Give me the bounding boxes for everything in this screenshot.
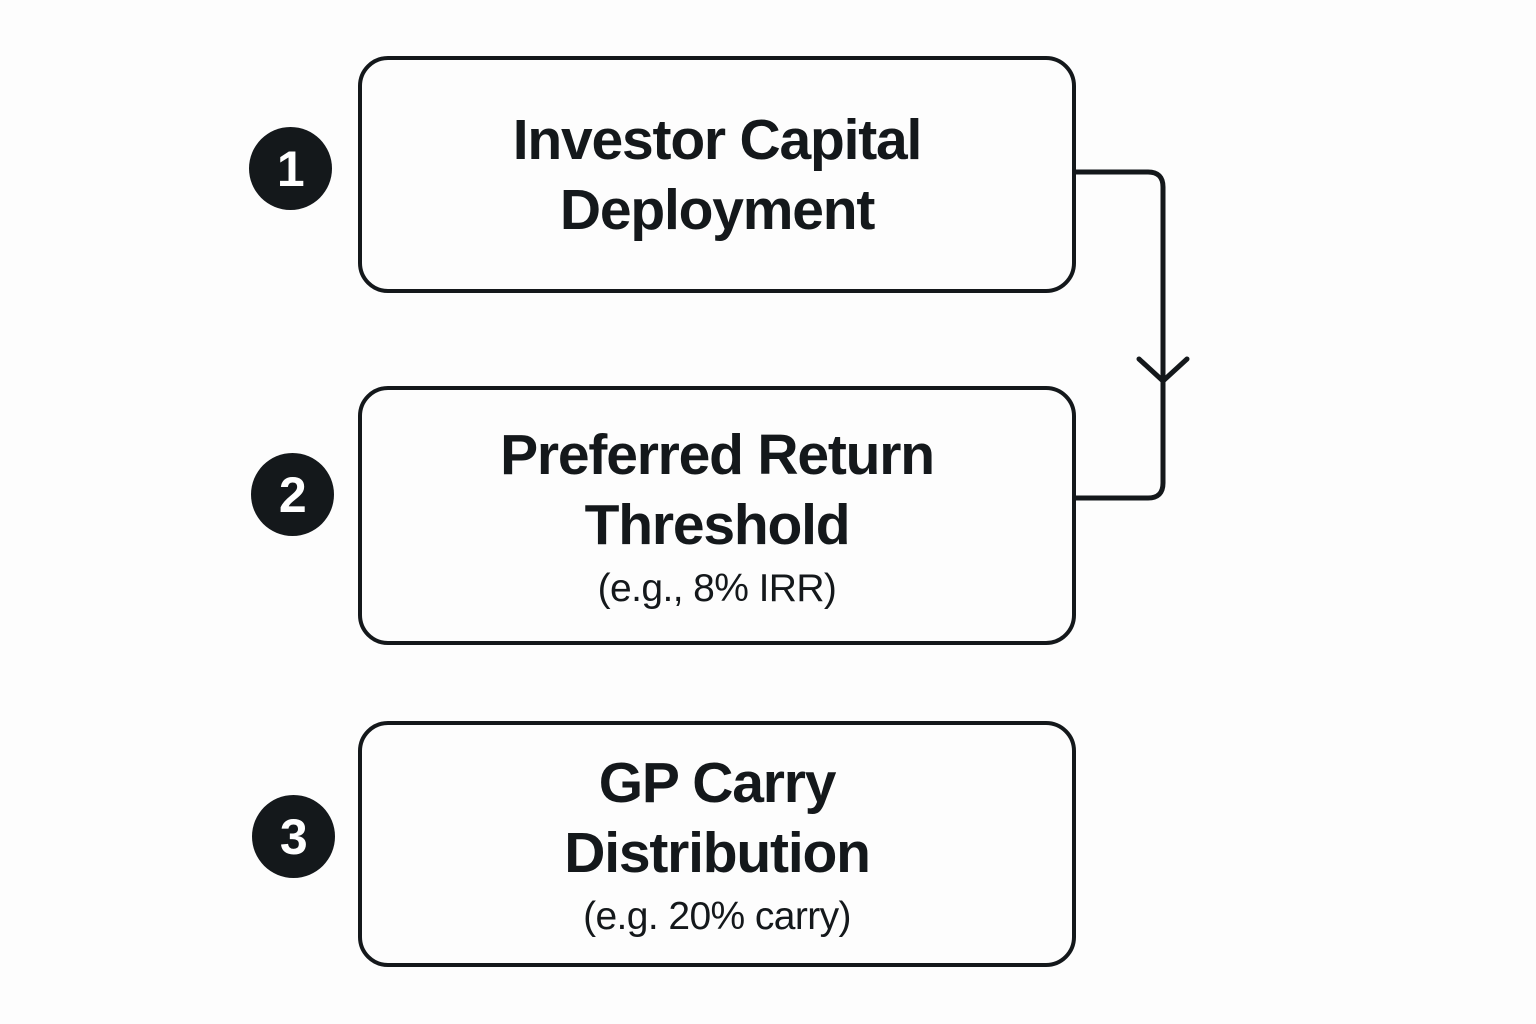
step-number-badge-2: 2 [251, 453, 334, 536]
step-number-label-2: 2 [278, 466, 307, 523]
step-number-badge-1: 1 [249, 127, 332, 210]
step-number-badge-3: 3 [252, 795, 335, 878]
step-box-gp-carry-distribution[interactable]: GP Carry Distribution (e.g. 20% carry) [358, 721, 1076, 967]
step-subtitle-2: (e.g., 8% IRR) [597, 566, 837, 610]
step-title-3: GP Carry Distribution [564, 751, 871, 885]
step-box-investor-capital-deployment[interactable]: Investor Capital Deployment [358, 56, 1076, 293]
step-subtitle-3: (e.g. 20% carry) [583, 895, 851, 938]
connector-arrowhead-icon [1136, 356, 1190, 384]
connector-path-step1-to-step2 [1071, 169, 1166, 501]
step-title-1: Investor Capital Deployment [512, 107, 923, 242]
step-number-label-3: 3 [279, 808, 308, 865]
step-title-2: Preferred Return Threshold [500, 422, 935, 557]
step-number-label-1: 1 [276, 140, 305, 197]
step-box-preferred-return-threshold[interactable]: Preferred Return Threshold (e.g., 8% IRR… [358, 386, 1076, 645]
